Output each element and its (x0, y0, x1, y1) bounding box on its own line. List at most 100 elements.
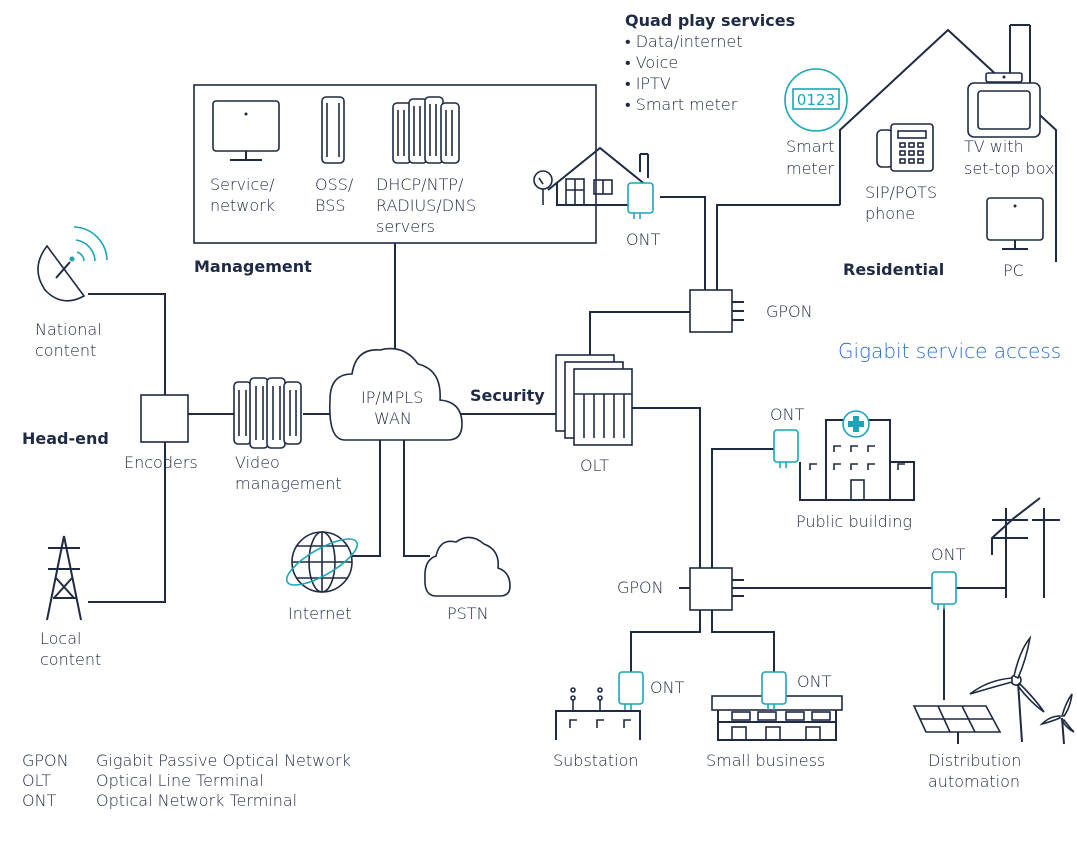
security-label: Security (470, 386, 545, 405)
solar-panel-icon (912, 705, 1002, 744)
gigabit-service-access-title: Gigabit service access (838, 339, 1061, 363)
ont-icon (931, 571, 957, 610)
quad-play-item: • Smart meter (625, 95, 738, 114)
server-icon (321, 96, 345, 164)
quad-play-title: Quad play services (625, 11, 795, 30)
residential-title: Residential (843, 260, 944, 279)
transmission-tower-icon (46, 535, 82, 621)
head-end-title: Head-end (22, 429, 109, 448)
legend-abbr: GPON (22, 751, 69, 770)
management-box: Service/ network OSS/ BSS DHCP/NTP/ RADI… (193, 84, 597, 244)
pc-label: PC (1003, 261, 1024, 280)
quad-play-item: • Voice (625, 53, 678, 72)
oss-bss-label: OSS/ (315, 175, 354, 194)
house-outline (839, 28, 1057, 262)
phone-label: SIP/POTS (865, 183, 937, 202)
ont-substation-label: ONT (650, 678, 685, 697)
smart-meter-icon: 0123 (784, 68, 848, 132)
ont-icon (773, 429, 799, 468)
line-gpon-substation (630, 610, 701, 672)
wan-label: WAN (374, 409, 412, 428)
dhcp-label: DHCP/NTP/ (376, 175, 464, 194)
substation-label: Substation (553, 751, 639, 770)
gpon-splitter-top (689, 289, 744, 333)
line-local-encoders (88, 442, 166, 603)
legend-text: Optical Network Terminal (96, 791, 297, 810)
service-network-label: network (210, 196, 275, 215)
encoders-box (140, 394, 189, 443)
local-content-label: content (40, 650, 101, 669)
monitor-icon (212, 100, 280, 161)
phone-label: phone (865, 204, 915, 223)
national-content-label: National (35, 320, 102, 339)
pc-icon (986, 197, 1044, 250)
ont-business-label: ONT (797, 672, 832, 691)
olt-icon (555, 354, 633, 446)
connection-lines (88, 196, 1006, 700)
oss-bss-label: BSS (315, 196, 346, 215)
gpon-bottom-label: GPON (617, 578, 664, 597)
line-gpon-ont-house (660, 196, 706, 290)
line-wan-internet (352, 440, 381, 557)
ont-label: ONT (626, 230, 661, 249)
pstn-label: PSTN (447, 604, 489, 623)
dhcp-label: RADIUS/DNS (376, 196, 476, 215)
ont-public-label: ONT (770, 405, 805, 424)
video-management-icon (233, 377, 302, 449)
legend-abbr: ONT (22, 791, 57, 810)
legend-abbr: OLT (22, 771, 51, 790)
pstn-cloud-icon (424, 536, 511, 597)
wan-label: IP/MPLS (361, 388, 423, 407)
encoders-label: Encoders (124, 453, 198, 472)
service-network-label: Service/ (210, 175, 275, 194)
small-business-label: Small business (706, 751, 825, 770)
wind-turbine-icon (969, 635, 1075, 745)
wan-cloud-icon (328, 347, 463, 441)
public-building-icon (799, 410, 915, 501)
ont-distribution-label: ONT (931, 545, 966, 564)
legend: GPON Gigabit Passive Optical Network OLT… (22, 751, 351, 810)
smart-meter-display: 0123 (797, 91, 835, 109)
olt-label: OLT (580, 456, 609, 475)
utility-pole-icon (991, 497, 1060, 598)
management-title: Management (194, 257, 312, 276)
tv-label: set-top box (964, 159, 1054, 178)
quad-play-item: • IPTV (625, 74, 671, 93)
distribution-label: automation (928, 772, 1020, 791)
internet-label: Internet (288, 604, 352, 623)
line-gpon-residential (716, 204, 840, 290)
legend-text: Gigabit Passive Optical Network (96, 751, 351, 770)
dhcp-label: servers (376, 217, 435, 236)
line-gpon-business (711, 610, 775, 672)
ont-icon (627, 182, 654, 219)
smart-meter-label: meter (786, 159, 835, 178)
video-management-label: Video (235, 453, 280, 472)
small-business-icon (711, 695, 843, 741)
gpon-top-label: GPON (766, 302, 813, 321)
quad-play-item: • Data/internet (625, 32, 743, 51)
distribution-label: Distribution (928, 751, 1021, 770)
gpon-splitter-bottom (679, 567, 744, 611)
management-frame (193, 84, 597, 244)
tv-label: TV with (964, 137, 1024, 156)
ont-icon (618, 671, 644, 710)
globe-icon (285, 531, 359, 593)
line-gpon-public (711, 448, 774, 568)
ont-icon (761, 671, 787, 710)
line-wan-pstn (403, 440, 430, 557)
line-olt-gpon-top (589, 311, 690, 355)
quad-play-services: Quad play services • Data/internet • Voi… (625, 11, 795, 114)
line-national-encoders (88, 293, 166, 395)
phone-icon (876, 123, 934, 172)
tv-settop-icon (967, 72, 1041, 138)
satellite-dish-icon (37, 226, 108, 302)
smart-meter-label: Smart (786, 137, 834, 156)
national-content-label: content (35, 341, 96, 360)
server-stack-icon (392, 96, 460, 164)
video-management-label: management (235, 474, 342, 493)
substation-icon (555, 687, 641, 740)
legend-text: Optical Line Terminal (96, 771, 264, 790)
public-building-label: Public building (796, 512, 912, 531)
